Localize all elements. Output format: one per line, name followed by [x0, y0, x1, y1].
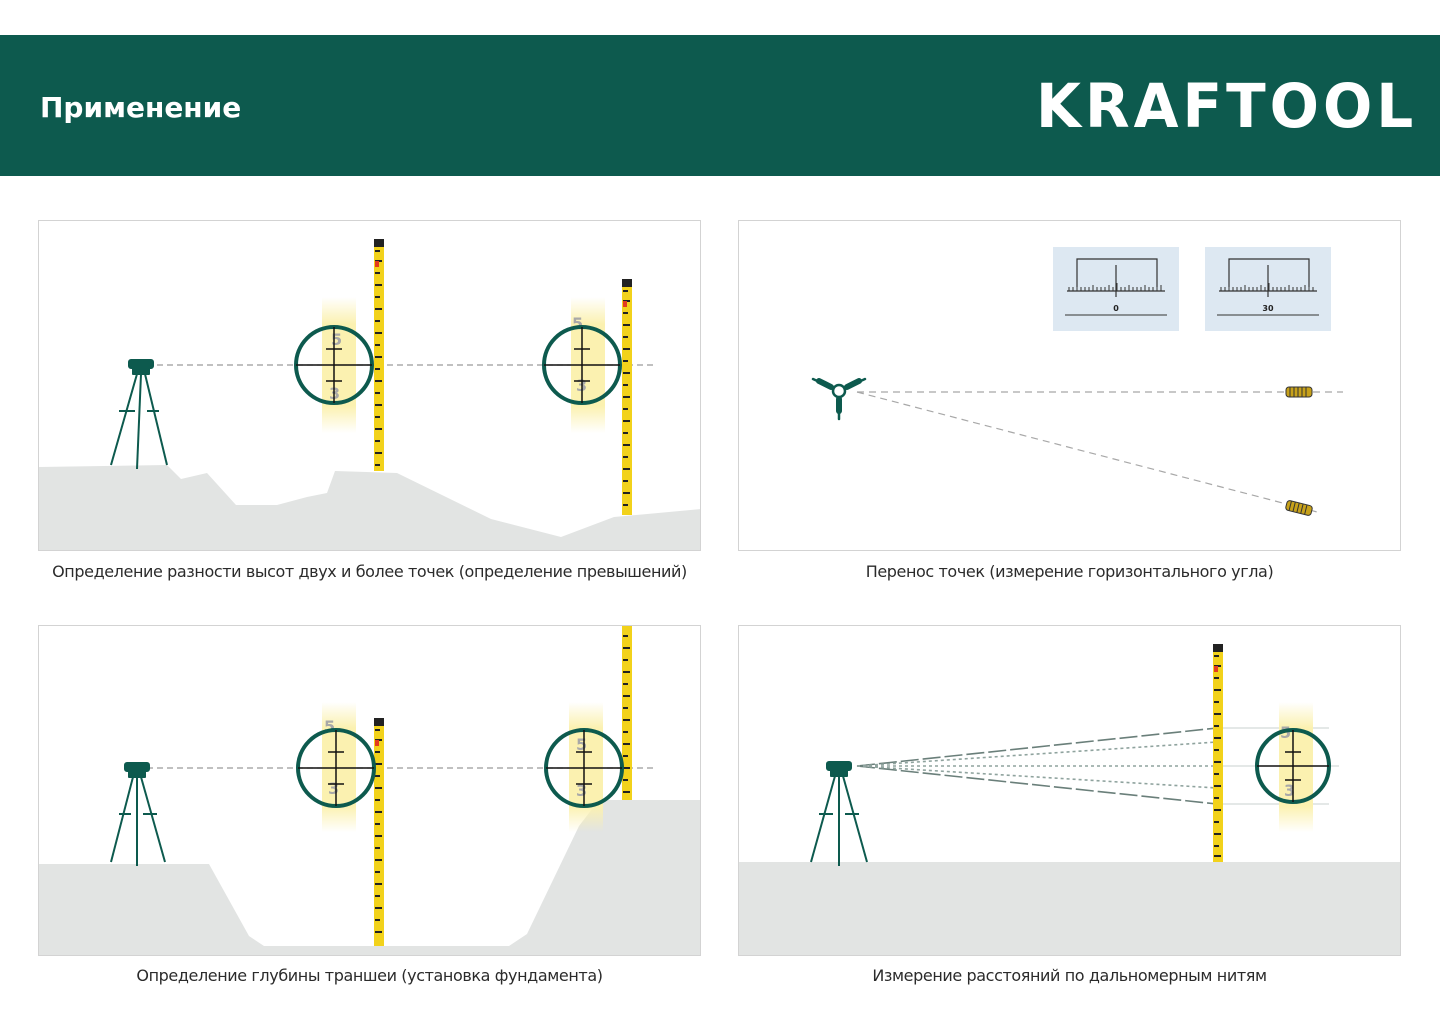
svg-text:3: 3: [1284, 781, 1295, 800]
page-title: Применение: [40, 91, 242, 124]
header-bar: Применение KRAFTOOL: [0, 35, 1440, 176]
caption-stadia-distance: Измерение расстояний по дальномерным нит…: [872, 966, 1267, 985]
target-prism-icon: [1285, 386, 1313, 398]
caption-horizontal-angle: Перенос точек (измерение горизонтального…: [865, 562, 1274, 581]
reticle-icon-3-right: [544, 728, 624, 808]
brand-logo-text: KRAFTOOL: [1036, 70, 1418, 142]
panel-height-difference: 5 3 5 3: [38, 220, 701, 551]
panel-stadia-distance: 5 3: [738, 625, 1401, 956]
ground-trench: [39, 800, 700, 955]
panel-horizontal-angle: 0 30: [738, 220, 1401, 551]
ground-flat: [739, 862, 1400, 955]
target-prism-icon-2: [1285, 500, 1313, 516]
height-difference-illustration: 5 3 5 3: [39, 239, 700, 550]
caption-height-difference: Определение разности высот двух и более …: [52, 562, 687, 581]
reticle-icon-right: [542, 325, 622, 405]
trench-depth-illustration: 5 3 5 3: [39, 626, 700, 955]
svg-text:5: 5: [324, 717, 335, 736]
svg-text:5: 5: [576, 735, 587, 754]
stadia-lines: [856, 727, 1339, 805]
horizontal-angle-illustration: 0 30: [811, 247, 1343, 516]
reticle-icon-3: [296, 728, 376, 808]
ground-terrain: [39, 465, 700, 550]
leveling-staff-icon-right: [622, 279, 632, 515]
svg-text:3: 3: [576, 781, 587, 800]
svg-text:3: 3: [328, 779, 339, 798]
svg-text:5: 5: [331, 330, 342, 349]
brand-logo: KRAFTOOL: [1036, 70, 1418, 142]
angle-scale-left: 0: [1053, 247, 1179, 331]
reticle-icon-4: [1255, 728, 1331, 804]
leveling-staff-icon-4: [1213, 644, 1223, 862]
leveling-staff-icon-3: [374, 718, 384, 946]
angle-scale-right: 30: [1205, 247, 1331, 331]
tripod-level-icon-3: [110, 762, 166, 866]
angle-scale-left-label: 0: [1113, 304, 1119, 313]
reticle-icon: [294, 325, 374, 405]
svg-text:5: 5: [572, 314, 583, 333]
tripod-level-icon-4: [810, 761, 868, 866]
leveling-staff-icon-3-right: [622, 626, 632, 800]
leveling-staff-icon: [374, 239, 384, 471]
tripod-top-view-icon: [811, 377, 867, 421]
caption-trench-depth: Определение глубины траншеи (установка ф…: [136, 966, 603, 985]
stadia-distance-illustration: 5 3: [739, 644, 1400, 955]
angle-scale-right-label: 30: [1262, 304, 1274, 313]
panel-trench-depth: 5 3 5 3: [38, 625, 701, 956]
tripod-level-icon: [110, 359, 168, 470]
